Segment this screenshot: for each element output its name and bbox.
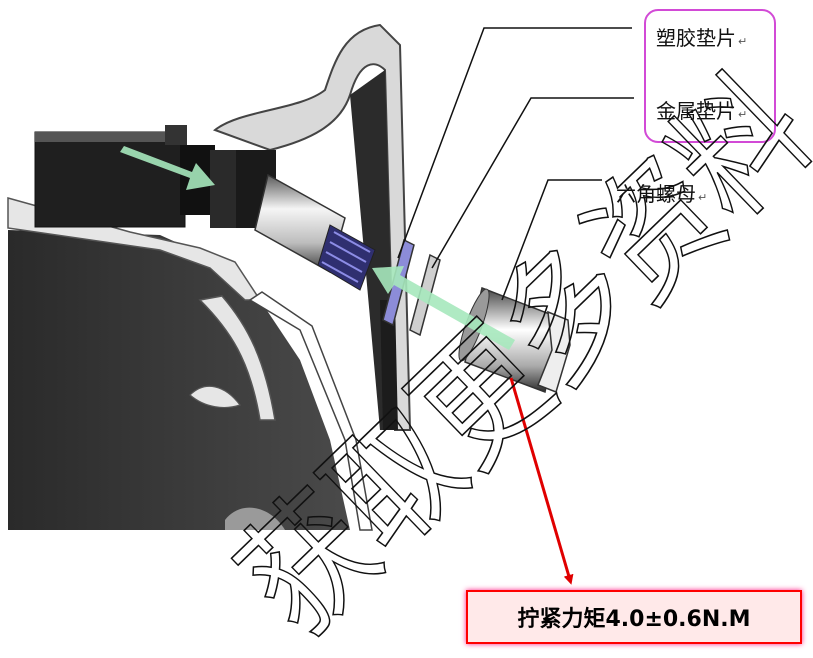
threaded-section bbox=[317, 224, 376, 291]
paragraph-mark: ↵ bbox=[738, 108, 748, 121]
leader-line-metal-washer bbox=[431, 97, 634, 269]
leader-line-plastic-washer bbox=[397, 27, 632, 259]
label-plastic-washer: 塑胶垫片↵ bbox=[656, 26, 748, 50]
label-metal-washer: 金属垫片↵ bbox=[656, 99, 748, 123]
torque-pointer-arrow bbox=[509, 377, 574, 585]
label-hex-nut: 六角螺母↵ bbox=[616, 182, 708, 206]
sensor-body bbox=[34, 131, 186, 228]
paragraph-mark: ↵ bbox=[698, 191, 708, 204]
leader-line-hex-nut bbox=[501, 179, 602, 301]
paragraph-mark: ↵ bbox=[738, 35, 748, 48]
washer-highlight-frame bbox=[644, 9, 776, 143]
torque-callout: 拧紧力矩4.0±0.6N.M bbox=[466, 590, 802, 644]
torque-spec-text: 拧紧力矩4.0±0.6N.M bbox=[517, 607, 751, 632]
hex-nut-head bbox=[537, 310, 571, 393]
assembly-arrow-sensor bbox=[120, 146, 215, 190]
casting-body bbox=[8, 230, 350, 530]
assembly-arrow-nut bbox=[372, 266, 515, 350]
